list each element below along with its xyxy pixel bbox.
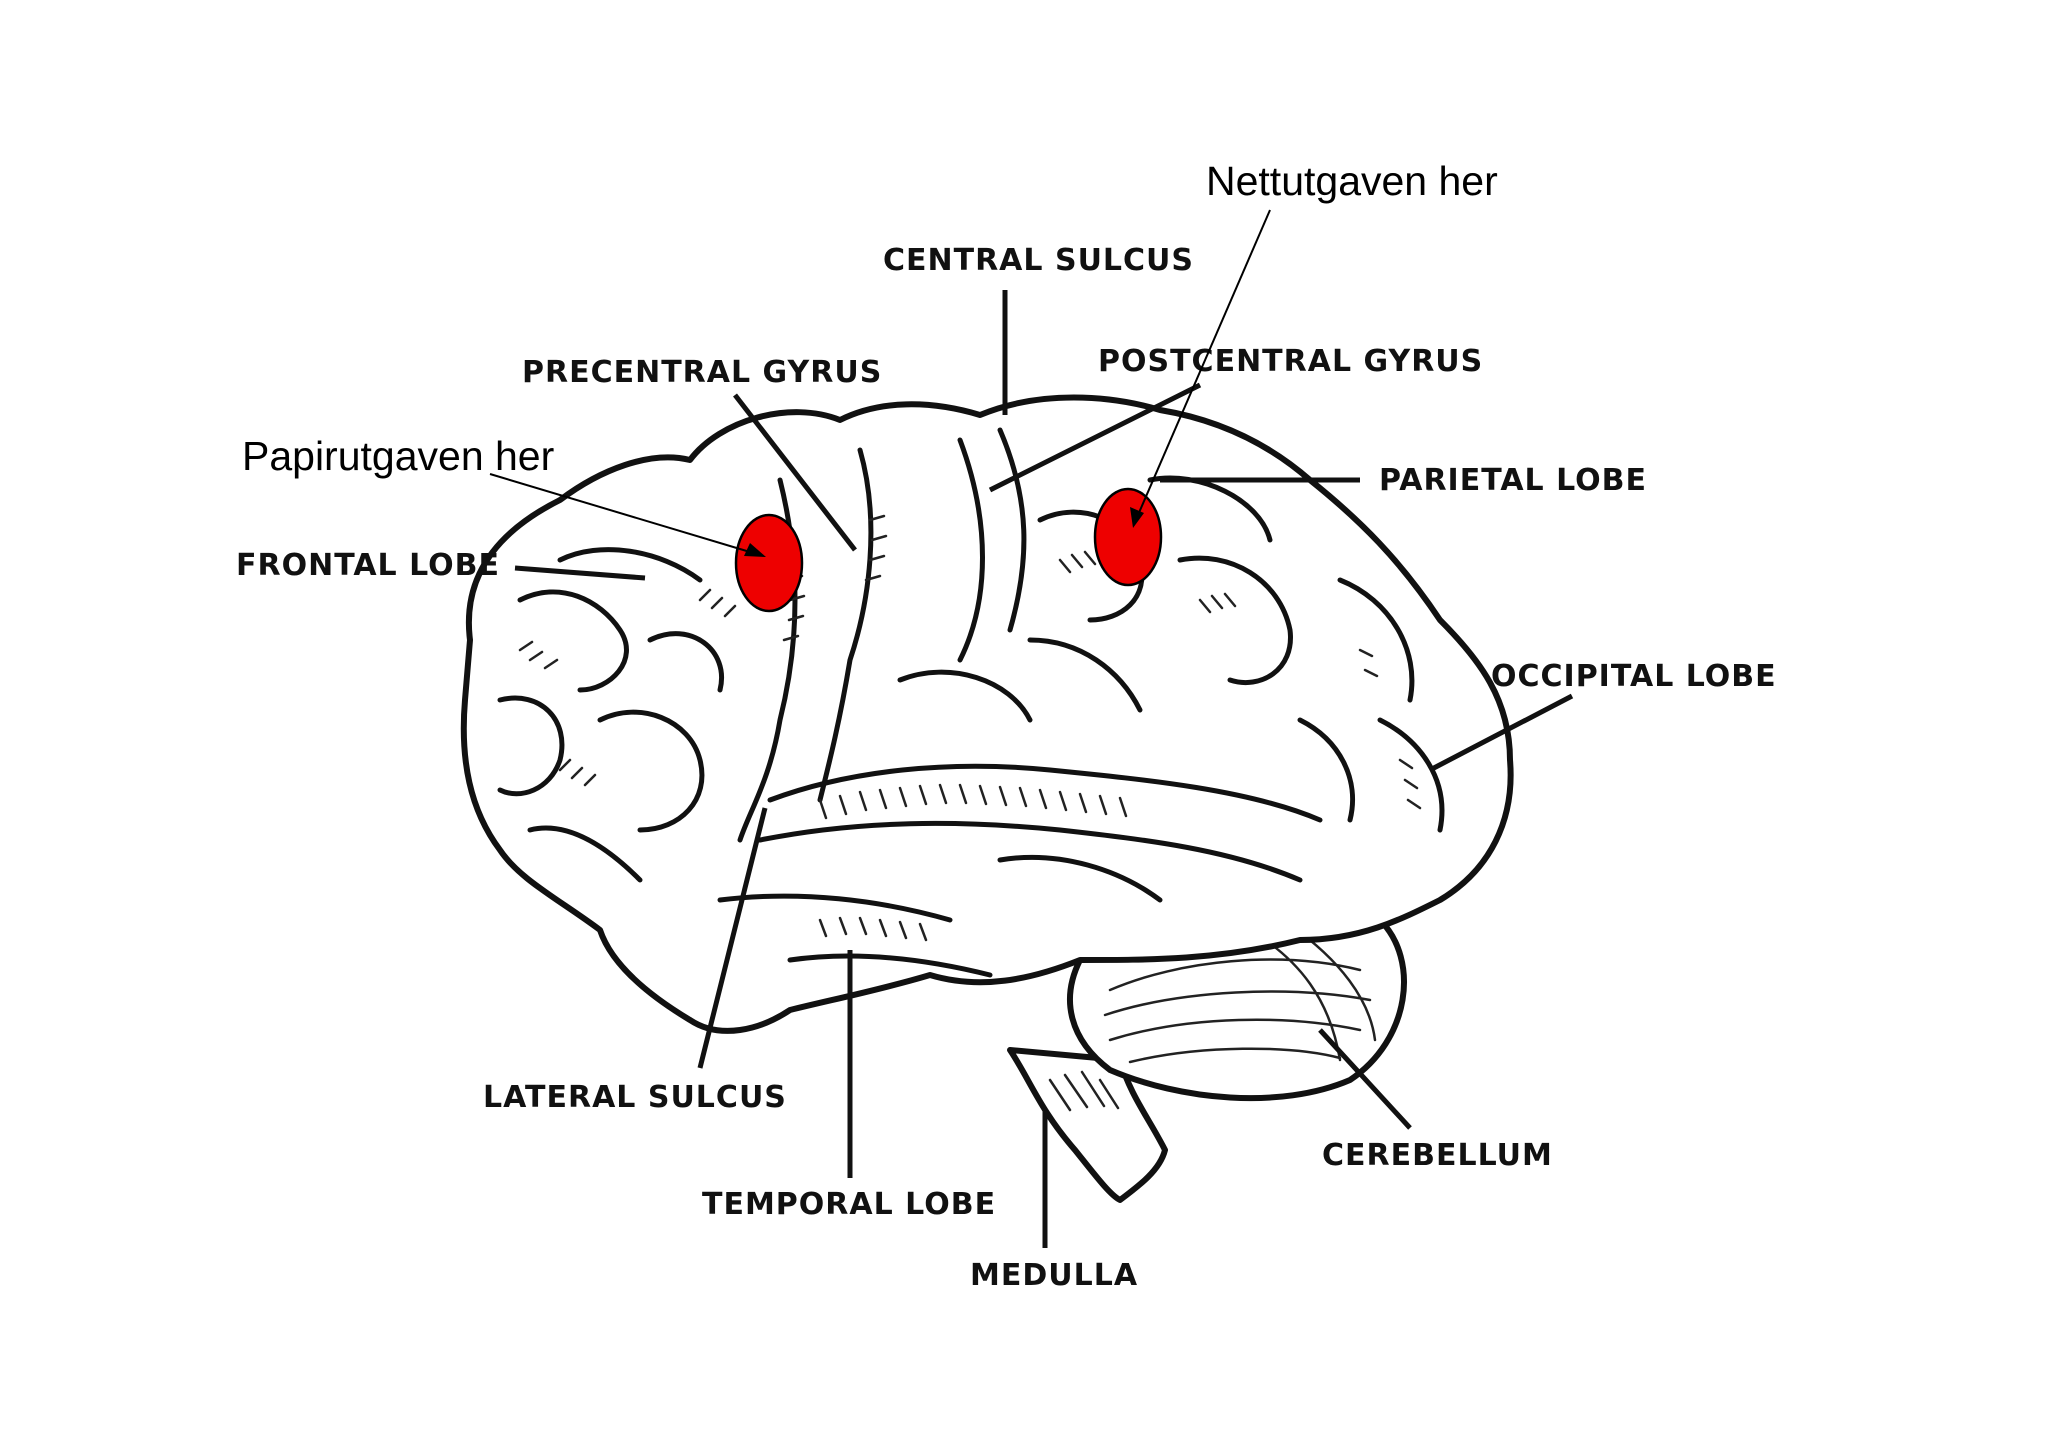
print-edition-arrowhead	[744, 543, 766, 557]
brain-illustration	[460, 394, 1514, 1203]
print-edition-note: Papirutgaven her	[242, 433, 554, 479]
label-medulla: MEDULLA	[970, 1258, 1138, 1293]
cerebrum-outline	[460, 394, 1514, 1034]
label-precentral-gyrus: PRECENTRAL GYRUS	[522, 355, 882, 390]
web-edition-note: Nettutgaven her	[1206, 158, 1498, 204]
occipital-lobe-leader	[1428, 693, 1574, 773]
precentral-gyrus-leader	[733, 393, 857, 552]
label-cerebellum: CEREBELLUM	[1322, 1138, 1553, 1173]
web-edition-pointer	[1137, 209, 1271, 516]
label-temporal-lobe: TEMPORAL LOBE	[702, 1187, 996, 1222]
leader-lines	[514, 290, 1574, 1248]
label-occipital-lobe: OCCIPITAL LOBE	[1491, 659, 1777, 694]
print-edition-pointer	[489, 473, 751, 553]
lateral-sulcus-leader	[697, 807, 768, 1069]
label-parietal-lobe: PARIETAL LOBE	[1379, 463, 1647, 498]
web-edition-arrowhead	[1130, 507, 1144, 528]
label-lateral-sulcus: LATERAL SULCUS	[483, 1080, 787, 1115]
label-frontal-lobe: FRONTAL LOBE	[236, 548, 500, 583]
label-postcentral-gyrus: POSTCENTRAL GYRUS	[1098, 344, 1483, 379]
frontal-lobe-leader	[514, 565, 646, 581]
annotation-markers: Papirutgaven her Nettutgaven her	[242, 158, 1498, 613]
label-central-sulcus: CENTRAL SULCUS	[883, 243, 1194, 278]
postcentral-gyrus-leader	[988, 382, 1202, 493]
cerebellum-leader	[1318, 1028, 1412, 1130]
anatomy-labels: CENTRAL SULCUS PRECENTRAL GYRUS POSTCENT…	[236, 243, 1777, 1293]
print-edition-marker	[734, 513, 804, 613]
web-edition-marker	[1093, 487, 1163, 587]
